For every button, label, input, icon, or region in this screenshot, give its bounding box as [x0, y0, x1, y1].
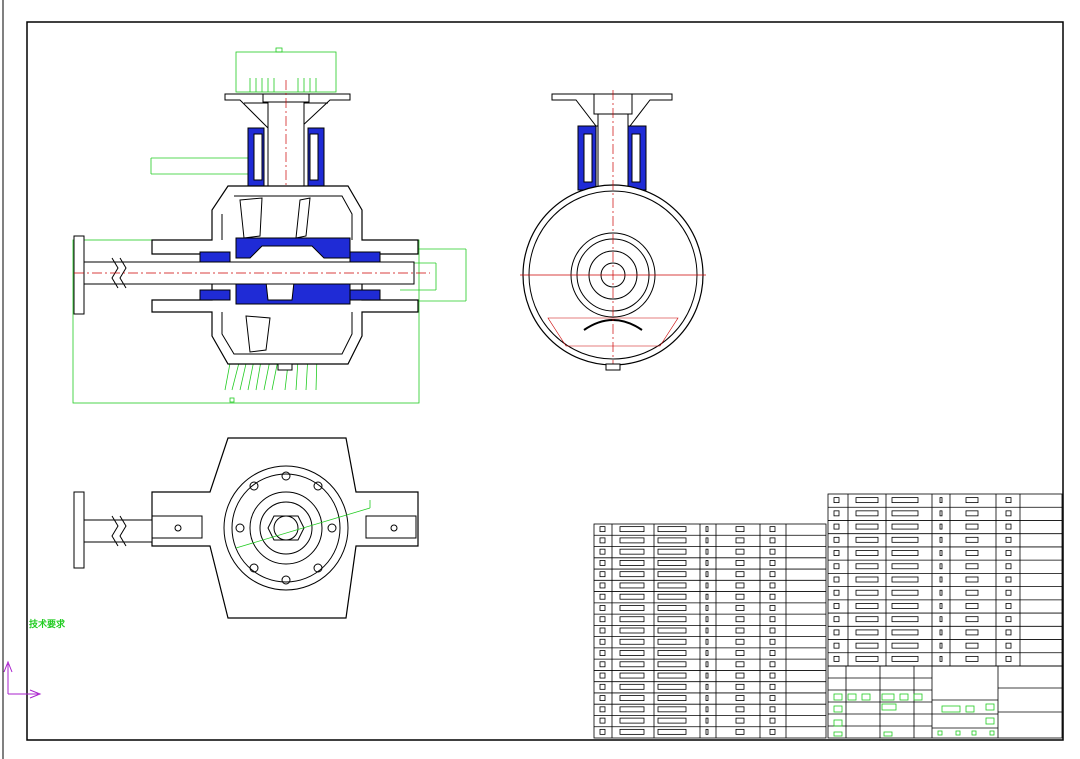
title-block [827, 665, 1063, 739]
top-view [73, 437, 419, 619]
front-section-view [72, 47, 467, 404]
parts-list-left [593, 523, 827, 739]
technical-requirements-heading: 技术要求 [29, 620, 66, 630]
ucs-axis-icon [3, 660, 42, 699]
parts-list-right [827, 493, 1063, 667]
side-view [520, 90, 706, 371]
technical-requirements: 技术要求 [29, 617, 65, 631]
drawing-frame [26, 21, 1064, 741]
